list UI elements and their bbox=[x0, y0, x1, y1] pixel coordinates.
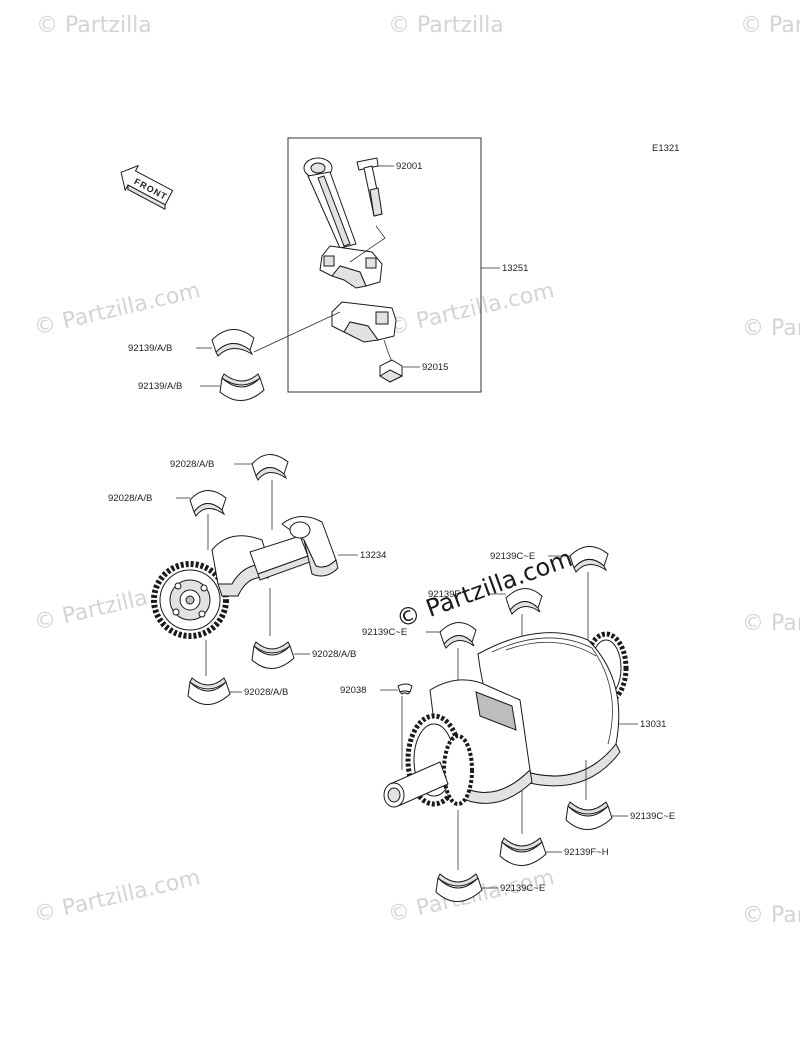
watermark-row2-right: © Partzilla bbox=[742, 316, 800, 341]
bolt-to-rod-leader bbox=[349, 225, 386, 263]
label-92028-tl: 92028/A/B bbox=[108, 493, 152, 504]
label-92139ce-tl: 92139C~E bbox=[362, 627, 407, 638]
watermark-row2-left: © Partzilla.com bbox=[32, 278, 203, 341]
crank-bearing-top-mid bbox=[505, 588, 543, 615]
crank-bearing-bottom-left bbox=[435, 873, 483, 902]
label-92139fh: 92139F~H bbox=[564, 847, 609, 858]
diagram-code: E1321 bbox=[652, 143, 679, 154]
label-92139ce-bl: 92139C~E bbox=[500, 883, 545, 894]
crankshaft bbox=[383, 631, 629, 808]
crank-bearing-top-right bbox=[569, 546, 609, 573]
watermark-row4-right: © Partzilla bbox=[742, 903, 800, 928]
watermark-top-center: © Partzilla bbox=[388, 13, 504, 38]
label-92139ce-tr: 92139C~E bbox=[490, 551, 535, 562]
front-arrow-icon: FRONT bbox=[120, 165, 174, 211]
label-13251: 13251 bbox=[502, 263, 528, 274]
label-92015: 92015 bbox=[422, 362, 448, 373]
balancer-shaft bbox=[151, 516, 339, 639]
conrod-cap bbox=[331, 301, 397, 343]
label-13031: 13031 bbox=[640, 719, 666, 730]
label-92139-lower: 92139/A/B bbox=[138, 381, 182, 392]
bearing-to-cap-leader bbox=[253, 311, 341, 353]
label-92038: 92038 bbox=[340, 685, 366, 696]
conrod-bearing-lower bbox=[219, 373, 265, 401]
crank-bearing-bottom-mid bbox=[499, 837, 547, 866]
balancer-bearing-top-left bbox=[189, 490, 227, 517]
watermark-top-left: © Partzilla bbox=[36, 13, 152, 38]
watermark-top-right: © Partzilla bbox=[740, 13, 800, 38]
watermark-center-overlay: © Partzilla.com bbox=[392, 544, 576, 634]
label-92001: 92001 bbox=[396, 161, 422, 172]
balancer-bearing-bottom-right bbox=[251, 641, 295, 669]
balancer-bearing-bottom-left bbox=[187, 677, 231, 705]
label-92028-bl: 92028/A/B bbox=[244, 687, 288, 698]
label-92139f: 92139F bbox=[428, 589, 460, 600]
watermark-row3-right: © Partzilla bbox=[742, 611, 800, 636]
cap-to-nut-leader bbox=[383, 339, 393, 363]
conrod-bearing-upper bbox=[211, 329, 255, 357]
label-92139-upper: 92139/A/B bbox=[128, 343, 172, 354]
crank-key bbox=[397, 683, 413, 695]
conrod-assembly-box bbox=[287, 137, 482, 393]
crank-bearing-bottom-right bbox=[565, 801, 613, 830]
label-92028-tr: 92028/A/B bbox=[170, 459, 214, 470]
label-92139ce-br: 92139C~E bbox=[630, 811, 675, 822]
watermark-row4-left: © Partzilla.com bbox=[32, 865, 203, 928]
conrod-nut bbox=[379, 359, 404, 383]
balancer-bearing-top-right bbox=[251, 454, 289, 481]
watermark-row2-center: © Partzilla.com bbox=[386, 278, 557, 341]
conrod-bolt bbox=[356, 157, 383, 217]
connecting-rod bbox=[303, 157, 383, 289]
crank-bearing-top-left bbox=[439, 622, 477, 649]
label-13234: 13234 bbox=[360, 550, 386, 561]
label-92028-br: 92028/A/B bbox=[312, 649, 356, 660]
